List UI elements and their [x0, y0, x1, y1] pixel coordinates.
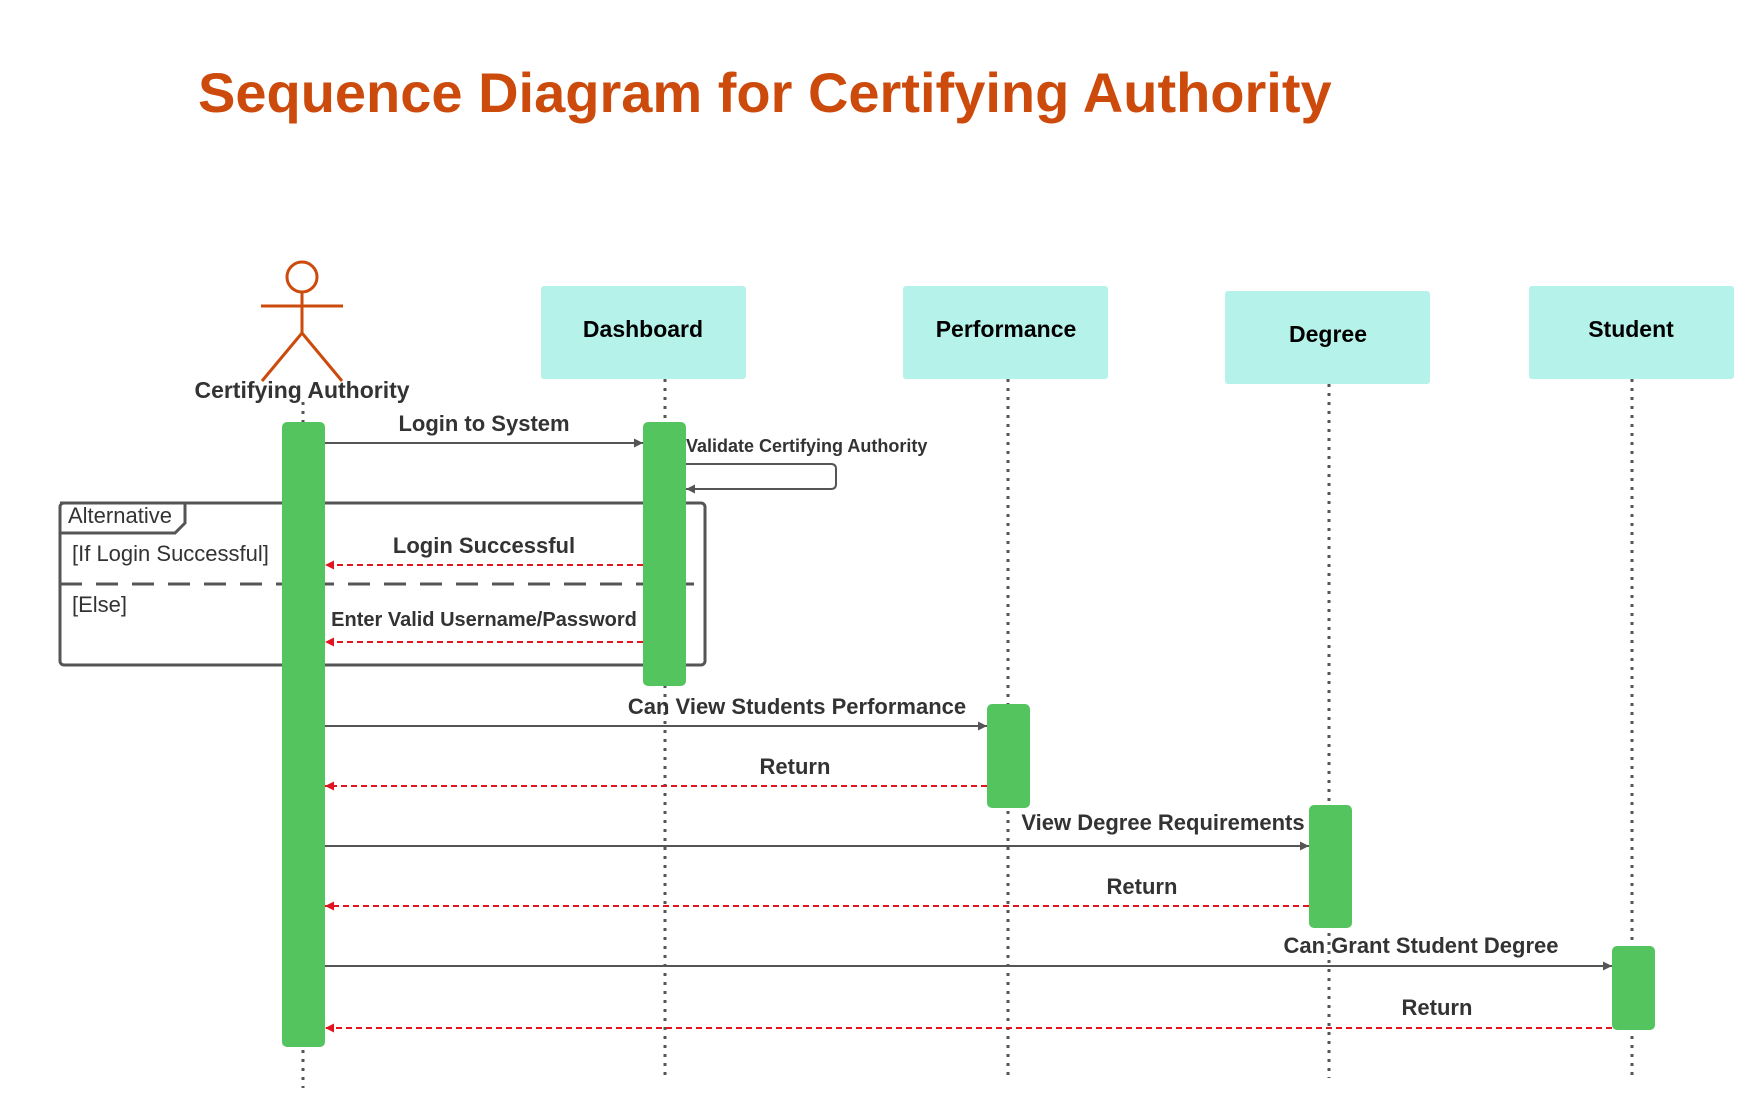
alt-operator-label: Alternative: [68, 503, 172, 528]
lifeline-box: [1529, 286, 1734, 379]
message-label: Login Successful: [393, 533, 575, 558]
activation-student: [1612, 946, 1655, 1030]
message-return-student: Return: [325, 995, 1612, 1033]
message-label: Can View Students Performance: [628, 694, 966, 719]
lifeline-dashboard: Dashboard: [541, 286, 746, 379]
message-grant-degree: Can Grant Student Degree: [325, 933, 1612, 971]
message-login: Login to System: [325, 411, 643, 448]
message-label: Return: [1107, 874, 1178, 899]
message-label: Return: [760, 754, 831, 779]
stick-figure-icon: [260, 260, 344, 382]
lifeline-label: Performance: [936, 316, 1077, 342]
alt-guard-if: [If Login Successful]: [72, 541, 269, 566]
lifeline-label: Student: [1588, 316, 1674, 342]
actor-label: Certifying Authority: [194, 377, 409, 403]
activation-performance: [987, 704, 1030, 808]
message-login-successful: Login Successful: [325, 533, 643, 570]
message-return-degree: Return: [325, 874, 1309, 911]
lifeline-label: Dashboard: [583, 316, 703, 342]
message-view-performance: Can View Students Performance: [325, 694, 987, 731]
activation-degree: [1309, 805, 1352, 928]
message-label: Enter Valid Username/Password: [331, 609, 637, 631]
message-return-performance: Return: [325, 754, 987, 791]
message-label: Can Grant Student Degree: [1283, 933, 1558, 958]
message-label: Login to System: [398, 411, 569, 436]
alt-guard-else: [Else]: [72, 592, 127, 617]
lifeline-box: [1225, 291, 1430, 384]
lifeline-box: [903, 286, 1108, 379]
message-label: Validate Certifying Authority: [686, 436, 927, 456]
message-validate-self: Validate Certifying Authority: [686, 436, 927, 494]
lifeline-performance: Performance: [903, 286, 1108, 379]
alt-fragment: Alternative [If Login Successful] [Else]: [58, 501, 707, 667]
message-label: View Degree Requirements: [1021, 810, 1304, 835]
lifeline-degree: Degree: [1225, 291, 1430, 384]
lifeline-box: [541, 286, 746, 379]
activation-dashboard: [643, 422, 686, 686]
message-view-degree: View Degree Requirements: [325, 810, 1309, 851]
lifeline-student: Student: [1529, 286, 1734, 379]
self-call-arrow: [686, 463, 837, 494]
activation-actor: [282, 422, 325, 1047]
alt-operator-tab: [60, 501, 187, 535]
message-invalid-credentials: Enter Valid Username/Password: [325, 609, 643, 647]
lifeline-label: Degree: [1289, 321, 1367, 347]
message-label: Return: [1402, 995, 1473, 1020]
actor-certifying-authority: Certifying Authority: [194, 260, 410, 403]
diagram-title: Sequence Diagram for Certifying Authorit…: [198, 61, 1332, 124]
